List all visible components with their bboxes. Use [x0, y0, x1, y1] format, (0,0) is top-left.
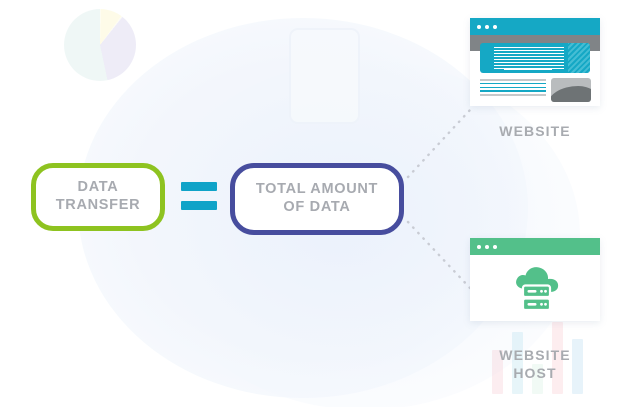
- faded-bar: [532, 364, 543, 394]
- total-amount-of-data-box[interactable]: TOTAL AMOUNT OF DATA: [230, 163, 404, 235]
- equals-bar-bottom: [181, 201, 217, 210]
- faded-bar: [492, 350, 503, 394]
- browser-window-icon: [470, 238, 600, 255]
- faded-tablet-outline-icon: [289, 28, 360, 124]
- total-amount-of-data-label: TOTAL AMOUNT OF DATA: [256, 181, 378, 216]
- website-caption-line1: WEBSITE: [499, 123, 571, 139]
- browser-dot: [485, 24, 489, 29]
- browser-dot: [477, 24, 481, 29]
- website-host-content-area: [470, 255, 600, 321]
- website-content-area: [470, 76, 600, 106]
- website-host-caption-line2: HOST: [513, 364, 557, 381]
- website-image-placeholder: [551, 78, 591, 102]
- faded-bar: [572, 339, 583, 394]
- faded-bar: [552, 322, 563, 394]
- faded-pie-chart-icon: [64, 9, 136, 81]
- browser-dot: [493, 24, 497, 29]
- connector-to-website-host: [406, 220, 472, 290]
- website-text-lines: [480, 79, 546, 98]
- browser-dot: [477, 244, 481, 249]
- website-hero-block: [480, 43, 590, 73]
- website-caption: WEBSITE: [470, 123, 600, 141]
- website-host-caption-line1: WEBSITE: [499, 347, 571, 363]
- data-transfer-label-line2: TRANSFER: [55, 197, 141, 213]
- total-amount-label-line2: OF DATA: [283, 199, 351, 215]
- website-hero-stripes: [568, 43, 590, 73]
- faded-bar-chart-icon: [492, 318, 600, 394]
- browser-window-icon: [470, 18, 600, 35]
- website-host-card[interactable]: [470, 238, 600, 321]
- website-card[interactable]: [470, 18, 600, 106]
- total-amount-label-line1: TOTAL AMOUNT: [255, 181, 379, 198]
- website-hero-underline: [504, 68, 552, 70]
- cloud-server-icon: [516, 267, 559, 312]
- faded-pie-chart-wedge: [64, 9, 136, 81]
- faded-bar: [512, 332, 523, 394]
- browser-dot: [493, 244, 497, 249]
- data-transfer-label-line1: DATA: [77, 179, 119, 196]
- equals-bar-top: [181, 182, 217, 191]
- website-host-caption: WEBSITE HOST: [470, 347, 600, 383]
- browser-dot: [485, 244, 489, 249]
- connector-to-website: [406, 108, 472, 179]
- data-transfer-box[interactable]: DATA TRANSFER: [31, 163, 165, 231]
- equals-sign-icon: [181, 182, 217, 214]
- data-transfer-label: DATA TRANSFER: [56, 179, 141, 214]
